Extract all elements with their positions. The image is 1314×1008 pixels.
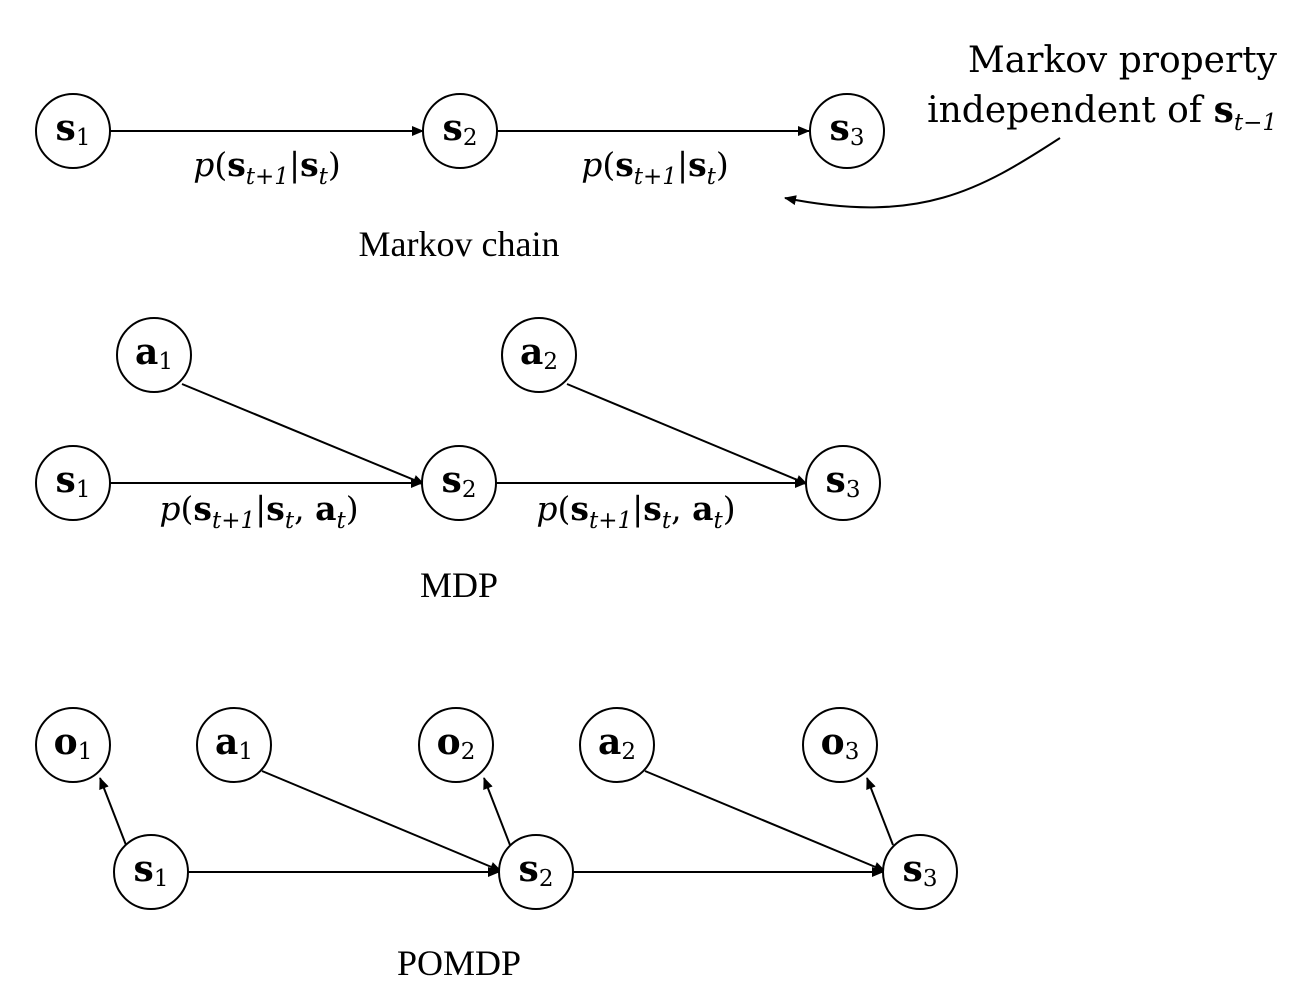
node-mdp-s1: s1 — [35, 445, 111, 521]
annotation-arrow — [784, 137, 1061, 209]
edge-label-mdp-s1-s2: p(st+1|st, at) — [159, 489, 358, 534]
svg-text:o1: o1 — [54, 721, 93, 765]
annotation-line2: independent of st−1 — [927, 89, 1277, 136]
svg-text:a1: a1 — [135, 331, 173, 375]
edge-po-s1-o1 — [99, 777, 127, 846]
edge-label-mc-s2-s3: p(st+1|st) — [581, 145, 729, 190]
markov-chain-section: s1 s2 s3 p(st+1|st) p(st+1|st) Markov ch… — [35, 40, 1278, 264]
edge-po-a2-s3 — [644, 770, 886, 872]
svg-text:s1: s1 — [56, 107, 91, 151]
node-po-o1: o1 — [35, 707, 111, 783]
svg-text:s2: s2 — [443, 107, 478, 151]
svg-text:s3: s3 — [826, 459, 861, 503]
edge-label-mdp-s2-s3: p(st+1|st, at) — [536, 489, 735, 534]
node-po-s2: s2 — [498, 834, 574, 910]
edge-mdp-a1-s2 — [181, 383, 425, 485]
caption-mdp: MDP — [420, 565, 498, 605]
svg-text:o2: o2 — [437, 721, 476, 765]
node-po-a2: a2 — [579, 707, 655, 783]
svg-text:s3: s3 — [830, 107, 865, 151]
edge-po-a1-s2 — [261, 770, 502, 872]
node-po-o3: o3 — [802, 707, 878, 783]
svg-text:o3: o3 — [821, 721, 860, 765]
node-mc-s1: s1 — [35, 93, 111, 169]
node-mdp-s2: s2 — [421, 445, 497, 521]
node-mdp-a1: a1 — [116, 317, 192, 393]
node-mdp-s3: s3 — [805, 445, 881, 521]
mdp-section: a1 a2 s1 s2 s3 p(st+ — [35, 317, 881, 605]
svg-text:a2: a2 — [598, 721, 636, 765]
edge-mdp-a2-s3 — [566, 383, 808, 485]
annotation-line1: Markov property — [968, 40, 1278, 81]
svg-text:a1: a1 — [215, 721, 253, 765]
node-po-s3: s3 — [882, 834, 958, 910]
svg-text:s1: s1 — [134, 848, 169, 892]
node-po-s1: s1 — [113, 834, 189, 910]
svg-text:s2: s2 — [519, 848, 554, 892]
svg-text:s2: s2 — [442, 459, 477, 503]
node-mdp-a2: a2 — [501, 317, 577, 393]
svg-text:a2: a2 — [520, 331, 558, 375]
edge-po-s2-o2 — [483, 777, 511, 846]
svg-text:s1: s1 — [56, 459, 91, 503]
node-po-o2: o2 — [418, 707, 494, 783]
svg-text:s3: s3 — [903, 848, 938, 892]
edge-label-mc-s1-s2: p(st+1|st) — [193, 145, 341, 190]
node-mc-s3: s3 — [809, 93, 885, 169]
markov-property-annotation: Markov property independent of st−1 — [784, 40, 1278, 209]
pomdp-section: o1 a1 o2 a2 o3 — [35, 707, 958, 983]
caption-markov-chain: Markov chain — [359, 224, 560, 264]
edge-po-s3-o3 — [866, 777, 894, 846]
node-mc-s2: s2 — [422, 93, 498, 169]
node-po-a1: a1 — [196, 707, 272, 783]
caption-pomdp: POMDP — [397, 943, 521, 983]
